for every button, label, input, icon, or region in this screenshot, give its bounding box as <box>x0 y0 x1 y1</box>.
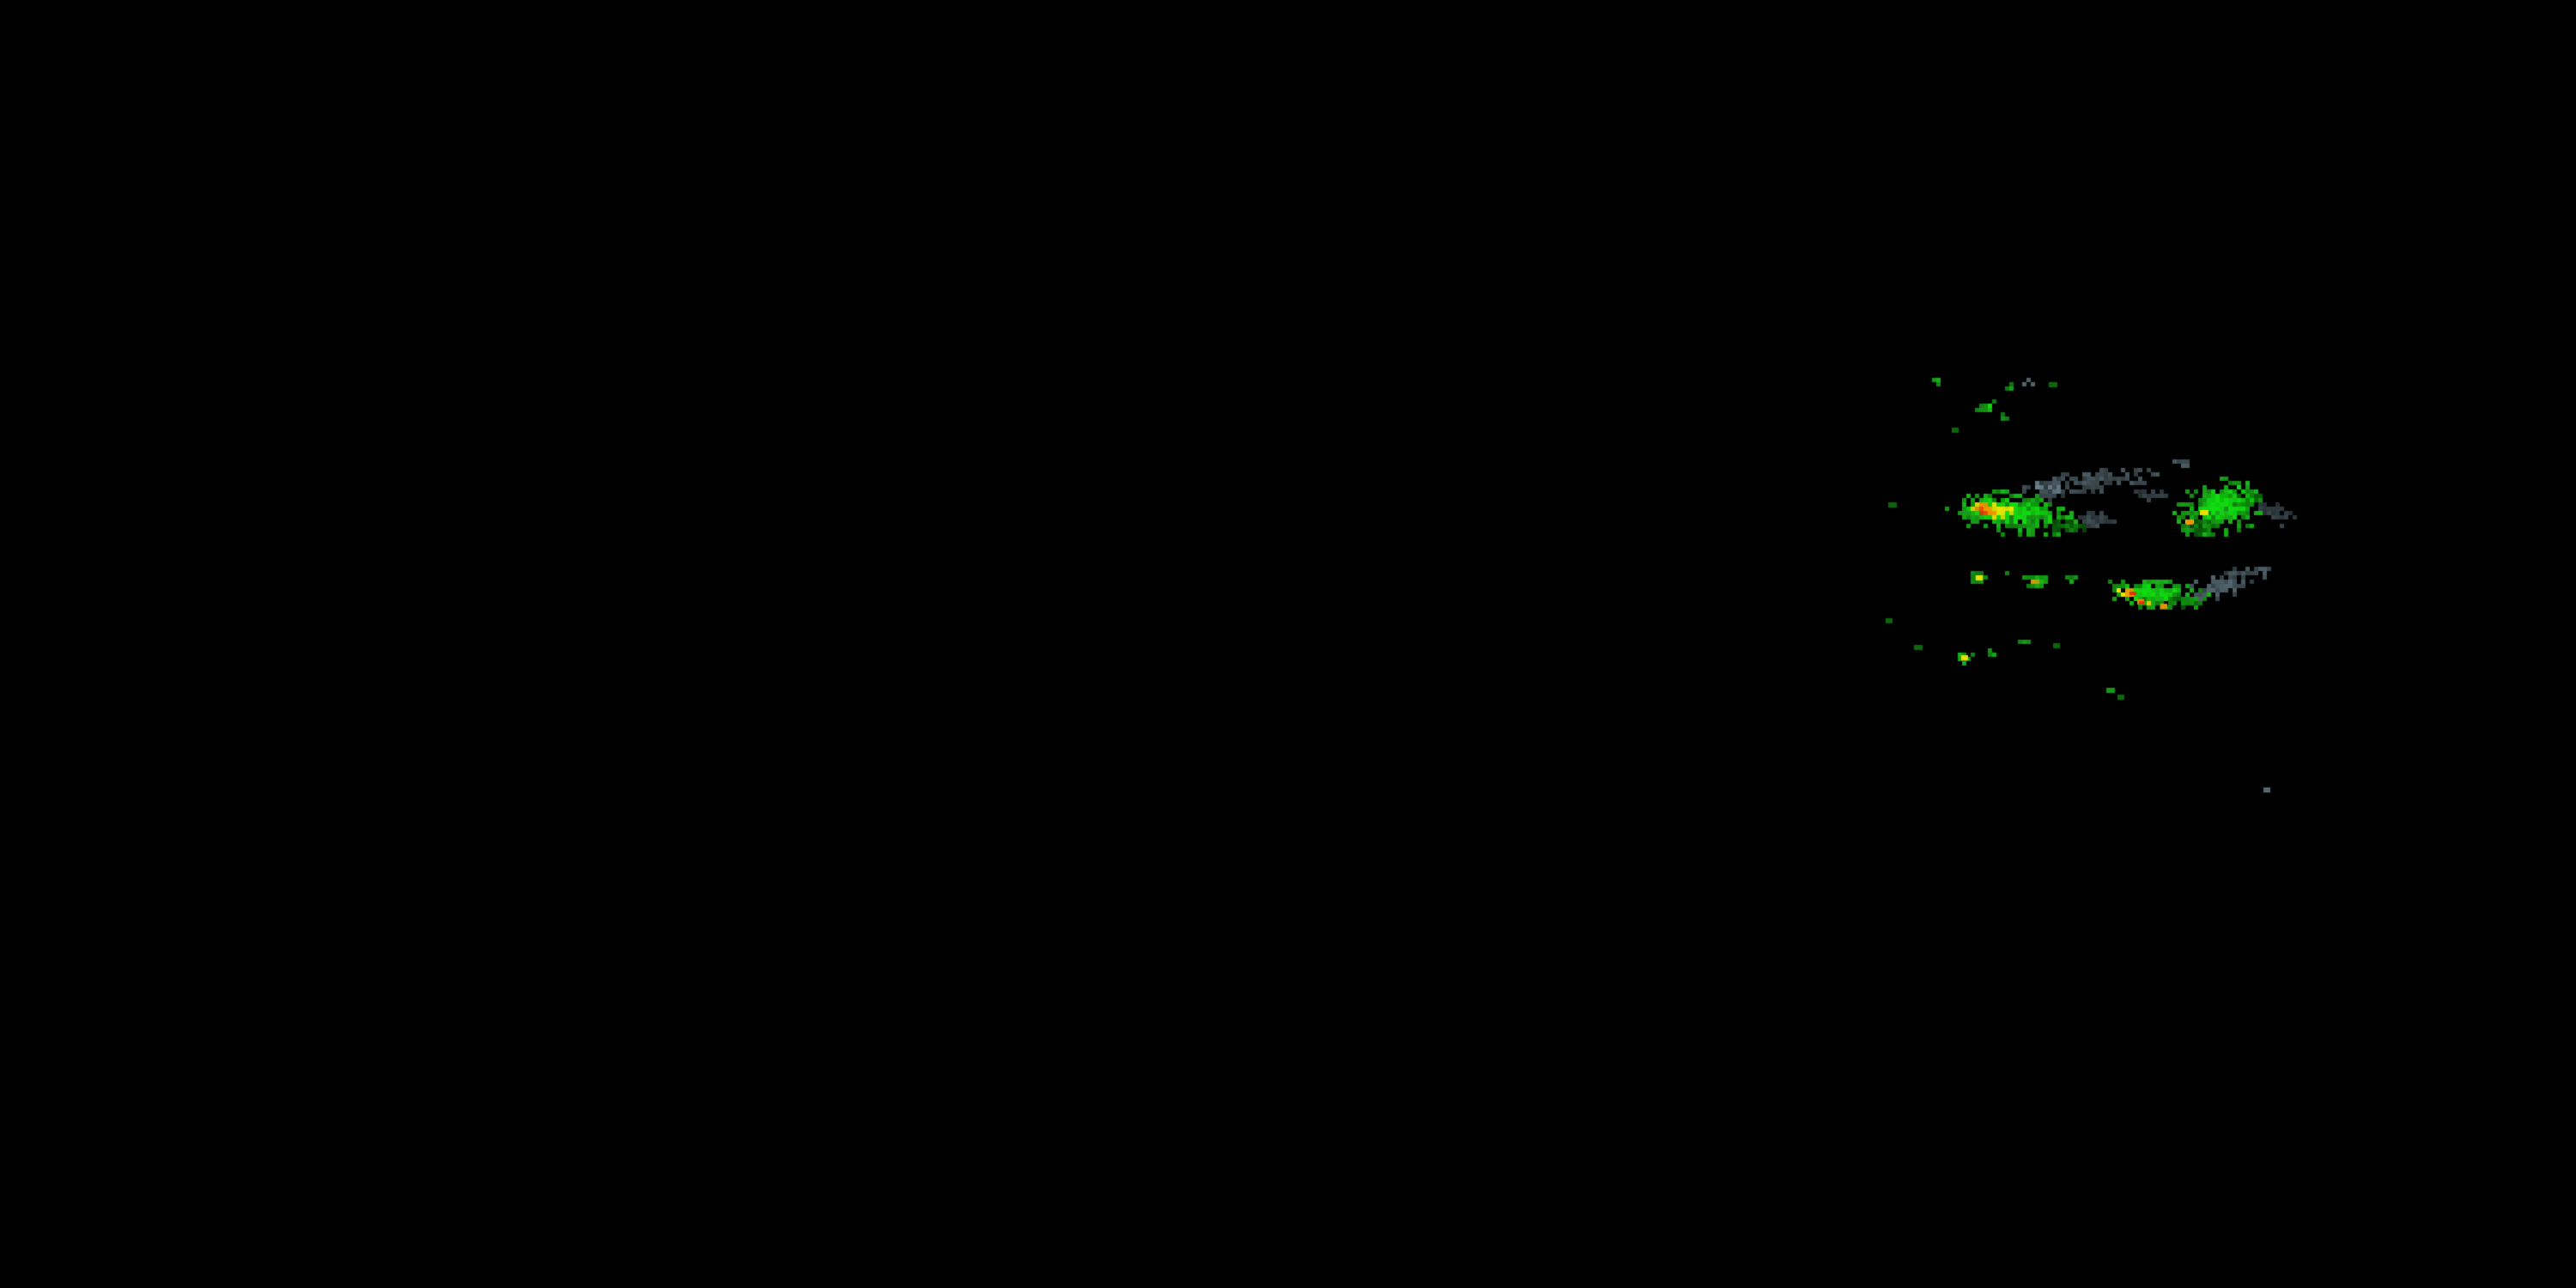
radar-reflectivity-canvas <box>0 0 2576 1288</box>
radar-map <box>0 0 2576 1288</box>
